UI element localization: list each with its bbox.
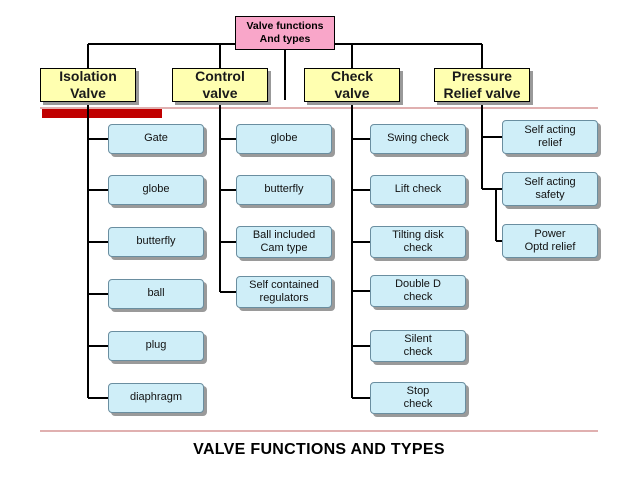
item-check-swing: Swing check — [370, 124, 466, 154]
item-isolation-butterfly: butterfly — [108, 227, 204, 257]
item-relief-self-acting-safety: Self acting safety — [502, 172, 598, 206]
footer-title: VALVE FUNCTIONS AND TYPES — [193, 441, 445, 458]
item-isolation-gate: Gate — [108, 124, 204, 154]
item-check-silent: Silent check — [370, 330, 466, 362]
item-control-self-contained: Self contained regulators — [236, 276, 332, 308]
item-isolation-ball: ball — [108, 279, 204, 309]
item-control-globe: globe — [236, 124, 332, 154]
accent-bar — [42, 109, 162, 118]
item-check-double-d: Double D check — [370, 275, 466, 307]
item-isolation-plug: plug — [108, 331, 204, 361]
root-node: Valve functions And types — [235, 16, 335, 50]
item-check-tilting-disk: Tilting disk check — [370, 226, 466, 258]
item-check-stop: Stop check — [370, 382, 466, 414]
item-relief-self-acting-relief: Self acting relief — [502, 120, 598, 154]
item-relief-power-optd: Power Optd relief — [502, 224, 598, 258]
category-control-valve: Control valve — [172, 68, 268, 102]
item-control-ball-cam: Ball included Cam type — [236, 226, 332, 258]
category-check-valve: Check valve — [304, 68, 400, 102]
category-pressure-relief-valve: Pressure Relief valve — [434, 68, 530, 102]
category-isolation-valve: Isolation Valve — [40, 68, 136, 102]
item-control-butterfly: butterfly — [236, 175, 332, 205]
item-isolation-globe: globe — [108, 175, 204, 205]
item-check-lift: Lift check — [370, 175, 466, 205]
item-isolation-diaphragm: diaphragm — [108, 383, 204, 413]
